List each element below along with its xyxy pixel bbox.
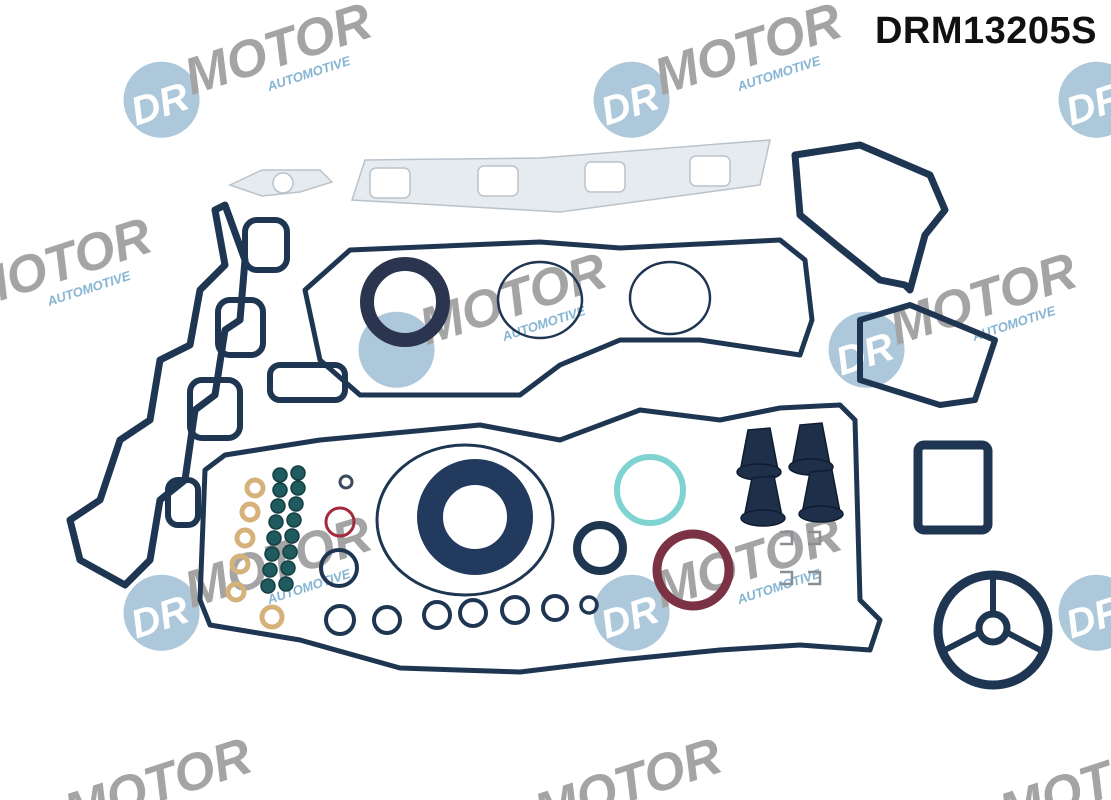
- svg-text:MOTOR: MOTOR: [992, 727, 1111, 800]
- o-ring: [372, 605, 402, 635]
- o-ring: [496, 260, 584, 340]
- injector-seals: [736, 422, 844, 527]
- spring-clips: [780, 530, 822, 586]
- intake-manifold-gasket: [66, 201, 249, 589]
- exhaust-manifold-gasket: [228, 139, 771, 213]
- exhaust-ring: [614, 454, 686, 526]
- o-ring: [319, 548, 359, 588]
- throttle-body-gasket: [913, 440, 993, 535]
- rear-main-seal: [417, 459, 533, 575]
- valve-cover-gasket: [197, 402, 883, 675]
- timing-cover-gasket: [302, 237, 815, 398]
- water-pump-gasket: [791, 141, 949, 294]
- front-crank-seal: [652, 529, 734, 611]
- o-ring: [500, 595, 530, 625]
- svg-text:MOTOR: MOTOR: [57, 727, 259, 800]
- o-ring: [458, 598, 488, 628]
- small-seal: [338, 474, 354, 490]
- o-ring: [628, 260, 712, 336]
- large-o-ring: [375, 443, 555, 597]
- flange-gasket: [215, 297, 266, 358]
- flange-gasket: [242, 217, 290, 273]
- red-o-ring: [324, 506, 356, 538]
- part-number-label: DRM13205S: [874, 10, 1097, 52]
- o-ring: [541, 594, 569, 622]
- svg-text:MOTOR: MOTOR: [0, 207, 159, 322]
- camshaft-seal: [573, 521, 627, 575]
- o-ring: [579, 595, 599, 615]
- crankshaft-seal: [360, 257, 450, 347]
- flange-gasket: [165, 477, 201, 528]
- svg-text:MOTOR: MOTOR: [527, 727, 729, 800]
- copper-washers: [225, 477, 285, 630]
- flange-gasket: [187, 377, 243, 441]
- thermostat-gasket: [857, 302, 998, 408]
- o-ring: [422, 600, 452, 630]
- o-ring: [324, 604, 356, 636]
- valve-stem-seals: [260, 465, 306, 594]
